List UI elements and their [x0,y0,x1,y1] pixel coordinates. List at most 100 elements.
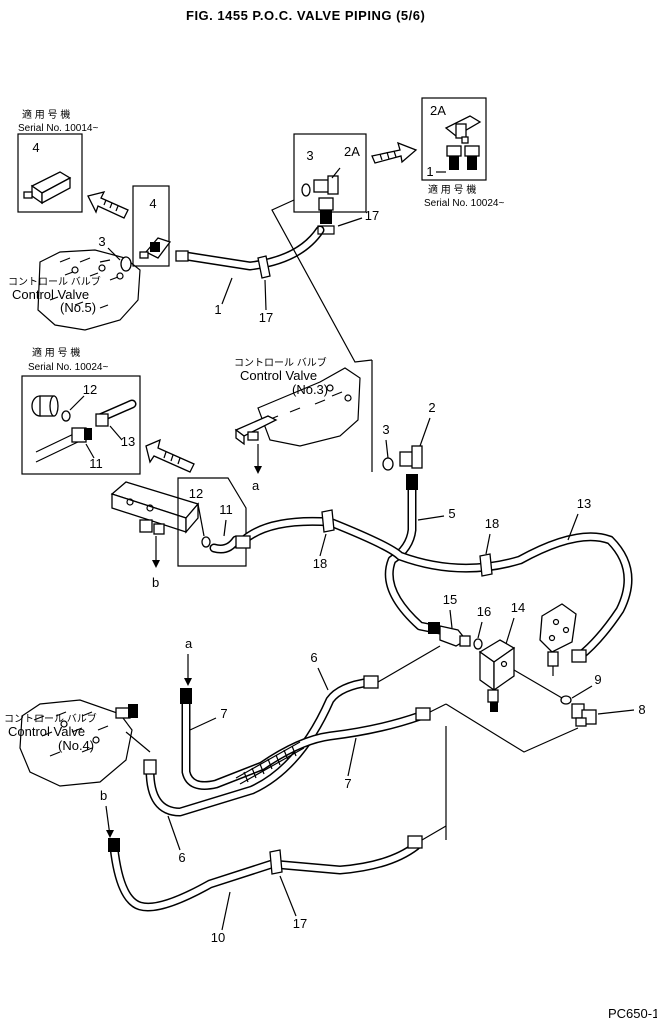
cv-no3-label: Control Valve [240,368,317,383]
cv-no3-jp: コントロール バルブ [234,356,327,369]
cv-no5-number: (No.5) [60,300,96,315]
cv-no4-label: Control Valve [8,724,85,739]
leader-17-top [337,217,363,227]
leader-18-right [485,533,491,555]
callout-17-top: 17 [365,208,379,223]
leader-17-upper [264,279,267,311]
tee-15 [428,622,471,647]
cv-no5-jp: コントロール バルブ [8,275,101,288]
leader-16 [477,621,483,639]
pressure-switch [539,603,577,676]
arrow-to-inset-top-left [87,191,129,219]
arrow-head-a-upper [254,466,262,474]
fitting-11-inset [35,427,92,463]
callout-3-inset: 3 [306,148,313,163]
leader-12-inset [69,395,85,411]
manifold-block [110,481,200,535]
callout-2A-inset: 2A [430,103,446,118]
elbow-11 [209,535,241,554]
cv-no4-number: (No.4) [58,738,94,753]
leader-3-mid [385,439,389,459]
callout-9: 9 [594,672,601,687]
adapter-below-2A [317,197,335,235]
callout-18-left: 18 [313,556,327,571]
callout-2: 2 [428,400,435,415]
spiral-guard [235,741,305,785]
arrow-head-b-upper [152,560,160,568]
arrow-to-inset-mid-left [145,438,195,473]
leader-11-inset [85,443,95,459]
leader-8 [597,709,635,715]
leader-11 [223,519,227,537]
callout-4: 4 [149,196,156,211]
leader-15 [449,609,453,629]
o-ring-3-mid [382,457,394,471]
hose-7 [180,688,447,790]
guide-line-9 [513,669,563,699]
control-valve-no5 [37,249,141,331]
page-code: PC650-1 [608,1006,657,1020]
callout-17-lower: 17 [293,916,307,931]
inset-box-top-left [17,133,83,213]
callout-3-upper: 3 [98,234,105,249]
leader-10 [221,891,231,931]
tee-fitting-no3 [234,415,278,446]
leader-7-upper [189,717,217,731]
ref-b-upper: b [152,575,159,590]
serial-jp-top-left: 適 用 号 機 [22,108,70,121]
cv-no3-number: (No.3) [292,382,328,397]
callout-6-upper: 6 [310,650,317,665]
clamp-18-right [479,553,493,577]
serial-label-top-right: Serial No. 10024~ [424,198,504,209]
serial-jp-mid-left: 適 用 号 機 [32,346,80,359]
clamp-17-upper [257,255,271,279]
leader-18-left [319,533,327,557]
ref-a-lower: a [185,636,193,651]
leader-5 [417,515,445,521]
o-ring-16 [473,638,483,650]
plug-inset [31,395,59,417]
callout-18-right: 18 [485,516,499,531]
callout-10: 10 [211,930,225,945]
control-valve-no4 [19,699,151,787]
switch-part-4 [139,237,172,259]
cv-no5-label: Control Valve [12,287,89,302]
figure-title: FIG. 1455 P.O.C. VALVE PIPING (5/6) [186,8,425,23]
o-ring-3-upper [120,256,132,272]
callout-17-upper: 17 [259,310,273,325]
callout-7-upper: 7 [220,706,227,721]
hose-5 [384,474,445,635]
inset-box-mid-left [21,375,141,475]
elbow-2A [313,167,341,195]
inset-box-top-right [421,97,487,181]
leader-6-upper [317,667,329,691]
leader-2 [419,417,431,447]
callout-13-inset: 13 [121,434,135,449]
o-ring-9 [560,695,572,705]
serial-jp-top-right: 適 用 号 機 [428,183,476,196]
leader-13-inset [109,425,123,441]
callout-11-inset: 11 [89,456,103,471]
callout-8: 8 [638,702,645,717]
ref-b-lower: b [100,788,107,803]
clamp-17-lower [269,849,283,875]
o-ring-12-inset [61,410,71,422]
block-14 [478,639,516,712]
callout-13: 13 [577,496,591,511]
hose-ends-1-inset [446,145,480,170]
ref-a-upper: a [252,478,260,493]
callout-12-inset: 12 [83,382,97,397]
elbow-2 [399,445,423,469]
leader-12 [197,503,205,537]
hose-1 [175,225,325,271]
leader-9 [571,685,593,699]
callout-6-lower: 6 [178,850,185,865]
callout-4-inset: 4 [32,140,39,155]
callout-1-inset: 1 [426,164,433,179]
leader-6-lower [167,815,181,851]
callout-1: 1 [214,302,221,317]
leader-3-upper [107,247,121,261]
callout-2A: 2A [344,144,360,159]
